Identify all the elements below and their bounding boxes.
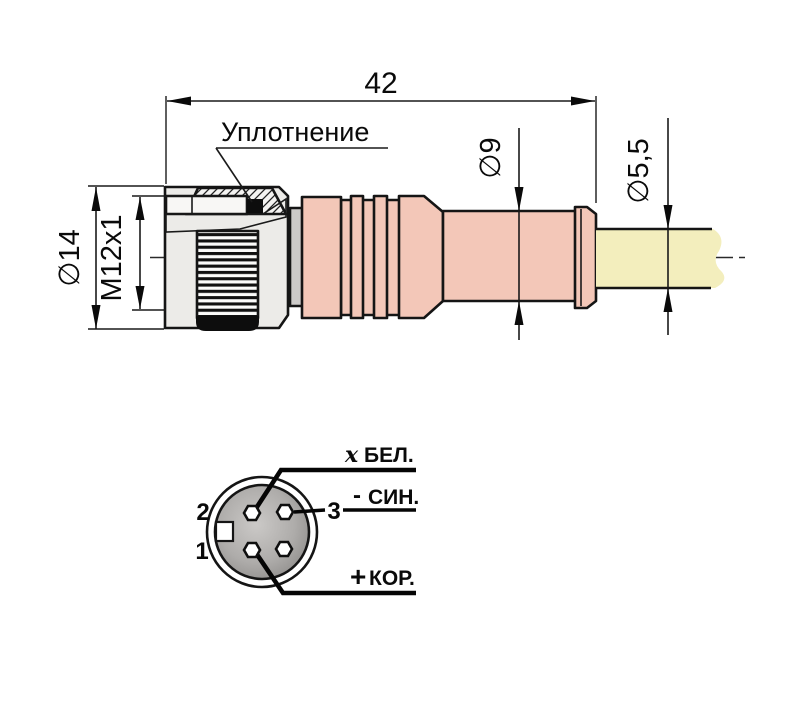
seal-leader-line [215,147,253,203]
pin-hole-2 [242,504,262,522]
dimension-diameter-9: ∅9 [475,128,524,340]
end-ring [573,205,598,310]
cable-jacket [596,229,725,288]
arrow-top [135,197,145,220]
pin-hole-3 [275,503,295,521]
wire-line-brown [252,548,416,596]
molded-body [300,194,598,320]
dim-text-d14: ∅14 [54,229,86,287]
seal-callout: Уплотнение [215,117,388,203]
dimension-diameter-5-5: ∅5,5 [623,118,673,335]
pin3-lead-line [293,508,326,514]
dimension-thread-m12: M12x1 [96,195,196,311]
coupling-nut [163,185,290,331]
pin-hole-1 [242,541,262,559]
knurl-crosshatch-band [165,197,287,233]
arrow-bottom [514,301,524,325]
strain-relief-cylinder [441,209,579,303]
inner-sleeve [164,194,249,216]
body-block-front [300,195,343,320]
dim-text-d9: ∅9 [475,137,507,178]
seal-label: Уплотнение [221,117,369,147]
cable [596,227,725,290]
arrow-bottom [663,288,673,312]
wire-white-label-group: x БЕЛ. [344,442,414,468]
wire-line-white [251,467,416,515]
minus-symbol: - [353,482,361,509]
arrow-bottom [135,286,145,309]
dimension-length-42: 42 [165,67,597,203]
dim-text-m12x1: M12x1 [96,214,128,301]
side-view: Уплотнение 42 ∅14 [54,67,745,340]
pin-hole-4 [274,540,294,558]
arrow-top [663,205,673,229]
dim-text-42: 42 [364,67,397,100]
seal-rect [247,199,263,214]
plus-symbol: + [350,561,366,592]
pin-2-label: 2 [196,499,209,526]
wire-white-label: БЕЛ. [364,444,414,467]
wire-blue-label-group: - СИН. [353,482,419,509]
keying-notch [214,520,235,543]
arrow-left [167,96,191,106]
dim-text-d5-5: ∅5,5 [623,138,655,204]
arrow-bottom [91,305,101,329]
pinout-view: 2 1 3 x БЕЛ. - СИН. + КОР. [195,442,419,596]
wire-brown-label: КОР. [369,567,415,590]
switch-output-symbol: x [344,442,359,468]
body-rib-2 [372,194,389,320]
dimension-diameter-14: ∅14 [54,185,164,330]
pin-3-label: 3 [327,498,340,525]
pin-1-label: 1 [195,538,208,565]
wire-brown-label-group: + КОР. [350,561,415,592]
body-rib-1 [349,194,365,320]
arrow-right [571,96,595,106]
arrow-top [514,187,524,211]
pin-holes [242,503,295,559]
thread-section [195,229,260,320]
arrow-top [91,187,101,211]
wire-blue-label: СИН. [368,486,419,509]
thread-end-cap [196,316,259,331]
body-block-taper [397,194,445,320]
